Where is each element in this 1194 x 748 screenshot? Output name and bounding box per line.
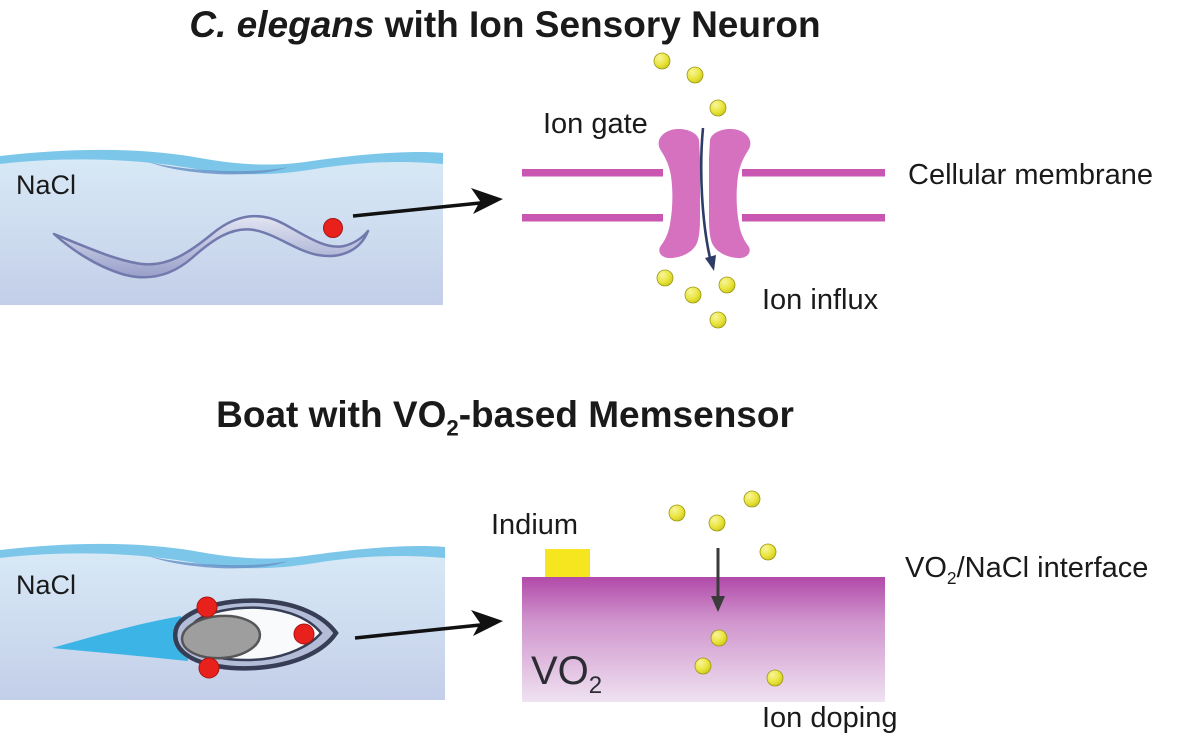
influx-arrow-head-icon	[705, 255, 716, 271]
water-surface-wave	[0, 149, 443, 175]
ions-above-interface	[668, 490, 777, 561]
arrow-shaft	[354, 623, 481, 640]
membrane-line	[522, 169, 663, 177]
sensory-neuron-marker	[323, 218, 343, 238]
memsensor-marker	[198, 657, 220, 679]
ion-particle	[759, 543, 777, 561]
ions-above-gate	[653, 52, 727, 117]
ion-gate-right-half	[709, 129, 751, 259]
ion-doping-label: Ion doping	[762, 702, 898, 734]
nacl-label-bottom: NaCl	[16, 570, 77, 600]
memsensor-marker	[196, 596, 218, 618]
ion-influx-label: Ion influx	[762, 284, 879, 316]
influx-flow-arrow	[699, 127, 712, 259]
vo2-memsensor-diagram	[522, 490, 885, 702]
title-subscript: 2	[446, 415, 459, 441]
ion-particle	[694, 657, 712, 675]
arrow-head-icon	[471, 188, 503, 214]
ion-gate-left-half	[658, 129, 700, 259]
surface-dip-shadow	[148, 556, 288, 569]
ion-particle	[743, 490, 761, 508]
c-elegans-worm	[52, 214, 370, 279]
vo2-label-subscript: 2	[588, 672, 603, 699]
doping-arrow-head-icon	[711, 596, 725, 612]
membrane-line	[742, 214, 885, 222]
title-species-italic: C. elegans	[189, 4, 375, 45]
ion-gate-label: Ion gate	[543, 108, 648, 140]
ion-particle	[708, 514, 726, 532]
cellular-membrane-label: Cellular membrane	[908, 159, 1153, 191]
ion-particle	[686, 66, 704, 84]
title-rest: with Ion Sensory Neuron	[374, 4, 821, 45]
nacl-label-top: NaCl	[16, 170, 77, 200]
ion-particle	[766, 669, 784, 687]
ion-particle	[709, 99, 727, 117]
ion-particle	[653, 52, 671, 70]
memsensor-marker	[293, 623, 315, 645]
ions-inside-vo2	[694, 629, 784, 687]
ion-particle	[710, 629, 728, 647]
boat-wake	[52, 616, 188, 661]
vo2-block	[522, 577, 885, 702]
surface-dip-shadow	[148, 162, 288, 175]
top-panel-title: C. elegans with Ion Sensory Neuron	[100, 4, 910, 45]
ion-particle	[684, 286, 702, 304]
bottom-panel-title: Boat with VO2-based Memsensor	[100, 394, 910, 439]
ion-particle	[656, 269, 674, 287]
indium-label: Indium	[491, 509, 579, 541]
arrow-head-icon	[471, 610, 503, 636]
water-surface-wave	[0, 543, 445, 569]
boat-cabin	[180, 614, 262, 660]
membrane-line	[742, 169, 885, 177]
interface-subscript: 2	[946, 567, 957, 588]
indium-contact	[545, 549, 590, 577]
arrow-shaft	[352, 201, 481, 218]
membrane-diagram	[522, 52, 885, 329]
title-prefix: Boat with VO	[216, 394, 447, 435]
top-zoom-arrow	[352, 188, 503, 218]
interface-suffix: /NaCl interface	[956, 552, 1149, 584]
bottom-water-tank	[0, 543, 445, 700]
ions-below-gate	[656, 269, 736, 329]
ion-particle	[709, 311, 727, 329]
top-water-tank	[0, 149, 443, 305]
vo2-label: VO2	[531, 649, 602, 698]
ion-particle	[718, 276, 736, 294]
vo2-nacl-interface-label: VO2/NaCl interface	[905, 552, 1149, 587]
interface-prefix: VO	[905, 552, 947, 584]
ion-particle	[668, 504, 686, 522]
bottom-zoom-arrow	[354, 610, 503, 640]
vo2-label-main: VO	[531, 649, 589, 693]
title-suffix: -based Memsensor	[458, 394, 794, 435]
membrane-line	[522, 214, 663, 222]
